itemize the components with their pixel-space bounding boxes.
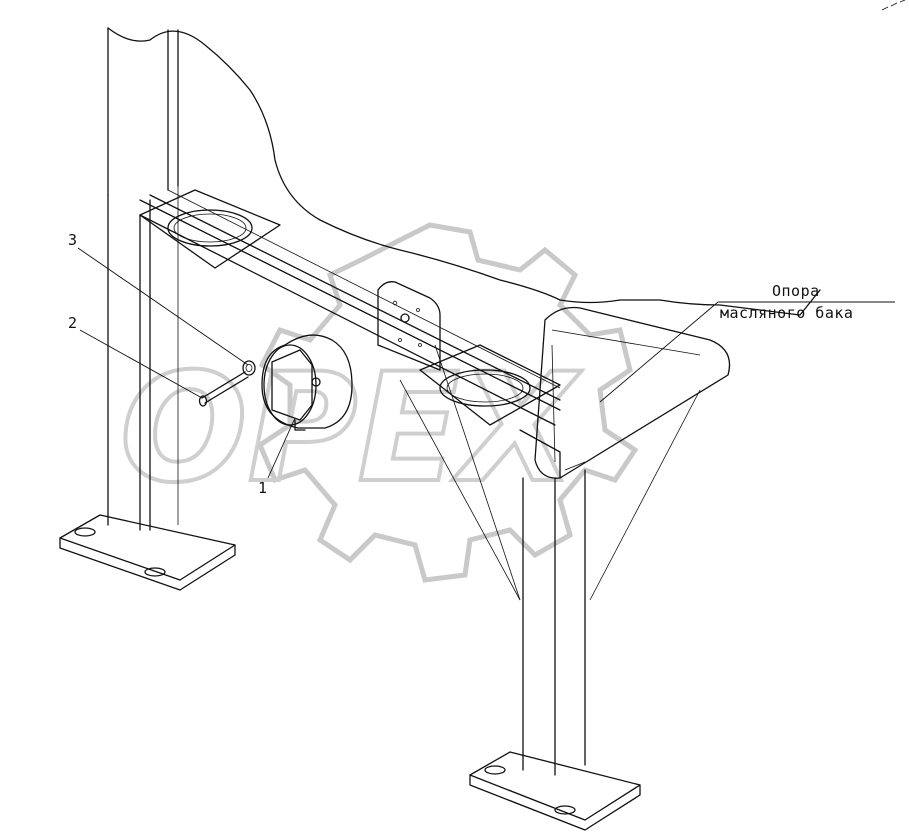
corner-mark-icon <box>881 0 906 11</box>
frame-upper <box>107 27 821 316</box>
bracket-plate <box>377 281 441 371</box>
note-line-1: Опора <box>772 282 820 300</box>
foot-left <box>59 514 236 591</box>
mount-plate-left <box>139 189 281 269</box>
leg-left <box>107 186 179 531</box>
nut <box>242 360 256 376</box>
leg-right <box>522 469 586 776</box>
oil-tank-support <box>519 306 731 479</box>
callout-1: 1 <box>258 479 267 497</box>
foot-right <box>469 751 641 831</box>
callout-2: 2 <box>68 314 77 332</box>
callout-3: 3 <box>68 231 77 249</box>
leader-lines <box>77 247 895 601</box>
bolt <box>198 371 249 407</box>
gear-watermark-icon <box>256 222 639 583</box>
beam <box>139 189 561 426</box>
note-line-2: масляного бака <box>720 304 853 322</box>
mount-plate-right <box>419 344 561 426</box>
connector-socket <box>261 334 353 431</box>
watermark: OPEX <box>118 222 639 583</box>
